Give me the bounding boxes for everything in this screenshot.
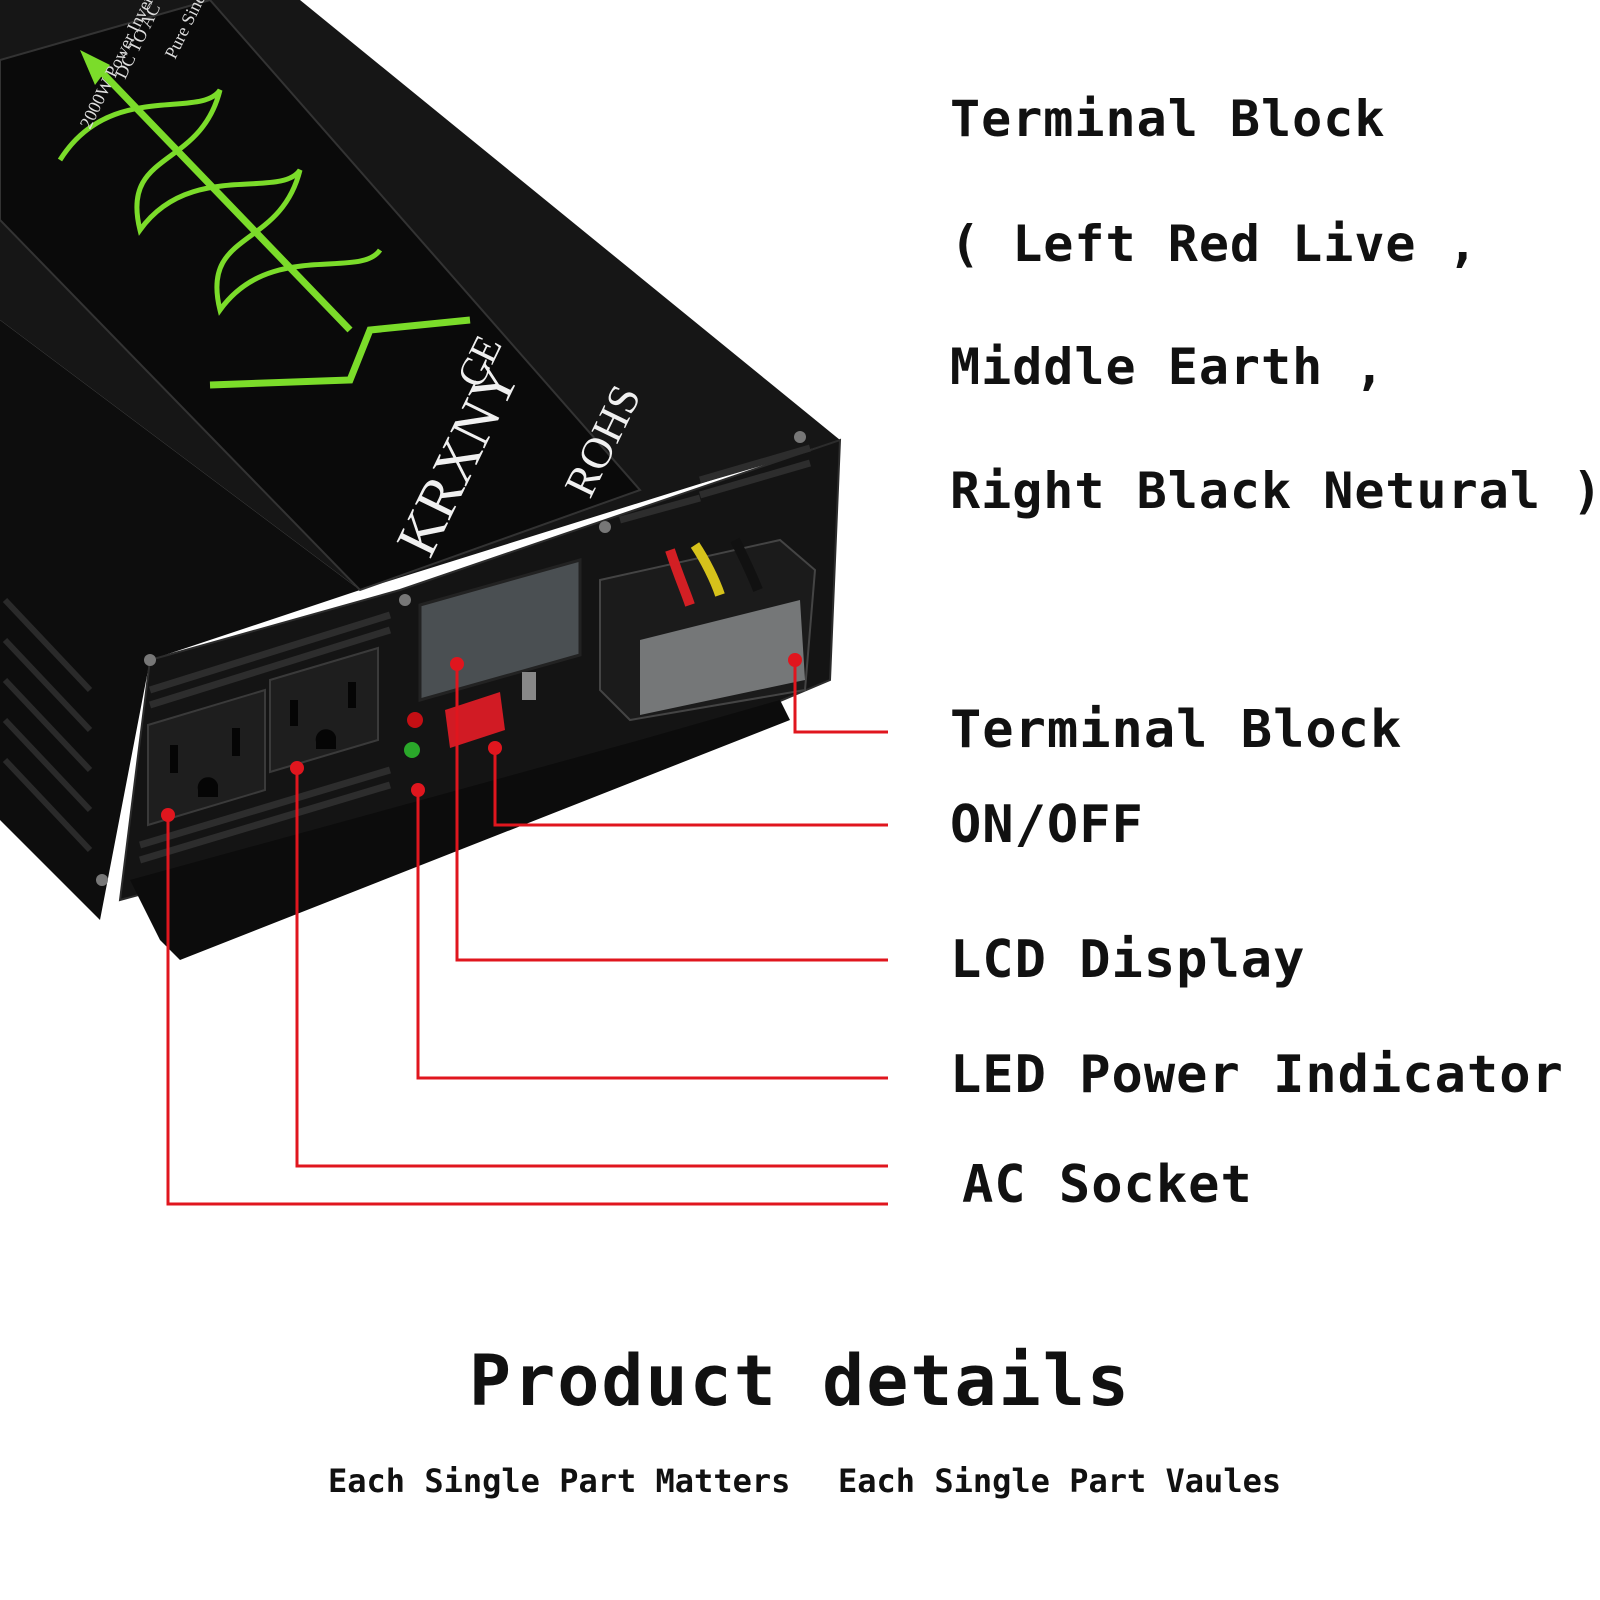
power-switch — [445, 692, 505, 748]
arrow-head — [80, 50, 110, 85]
callout-terminal-block: Terminal Block — [950, 700, 1403, 760]
base-plate — [130, 700, 790, 960]
leader-lcd — [455, 664, 888, 962]
inverter-illustration: KRXNY ROHS CE 2000W Power Inverter DC TO… — [0, 0, 842, 960]
leader-on-off — [493, 748, 888, 827]
ac-socket-right — [269, 646, 379, 774]
callout-ac-socket: AC Socket — [962, 1155, 1253, 1215]
leader-ac-socket-left — [166, 815, 888, 1206]
side-fins — [2, 597, 93, 853]
ac-socket-left — [147, 688, 266, 827]
callout-led-indicator: LED Power Indicator — [950, 1045, 1564, 1105]
usb-port — [522, 672, 536, 700]
leader-led — [416, 790, 888, 1080]
terminal-cover — [640, 600, 805, 715]
footer-tagline-left: Each Single Part Matters — [328, 1462, 791, 1500]
front-vents — [138, 444, 811, 864]
led-green — [404, 742, 420, 758]
leader-terminal-block — [793, 660, 888, 734]
arrow-graphic — [209, 316, 471, 389]
footer-title: Product details — [468, 1340, 1132, 1422]
callout-lcd-display: LCD Display — [950, 930, 1306, 990]
terminal-note-line3: Middle Earth , — [950, 338, 1386, 396]
leader-ac-socket-right — [295, 768, 888, 1168]
terminal-note-line1: Terminal Block — [950, 90, 1386, 148]
callout-on-off: ON/OFF — [950, 795, 1144, 855]
footer-tagline-right: Each Single Part Vaules — [838, 1462, 1282, 1500]
led-red — [407, 712, 423, 728]
sine-wave-graphic — [57, 88, 383, 316]
terminal-note-line4: Right Black Netural ) — [950, 462, 1600, 520]
terminal-note-line2: ( Left Red Live , — [950, 215, 1479, 273]
